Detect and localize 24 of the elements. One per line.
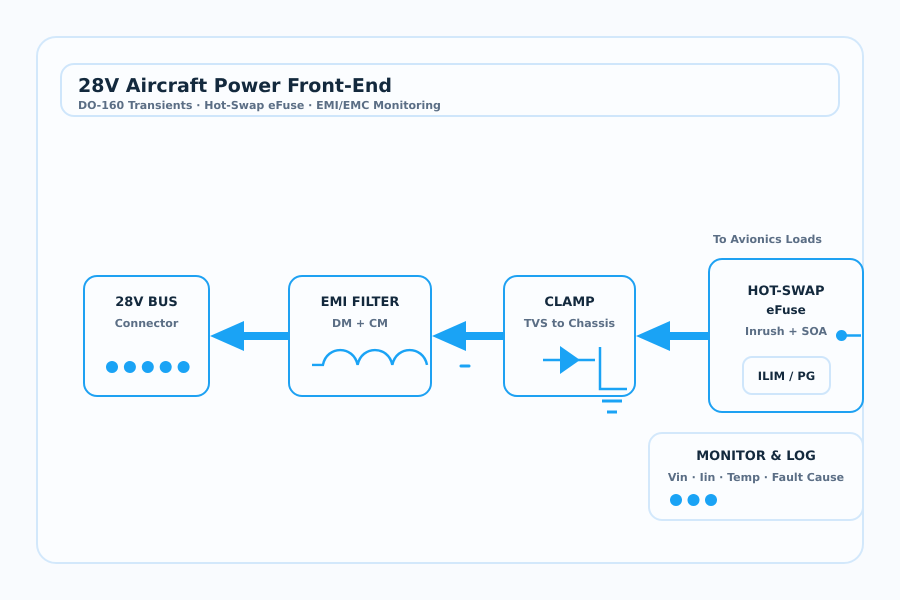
arrow bbox=[432, 321, 503, 351]
diagram-subtitle: DO-160 Transients · Hot-Swap eFuse · EMI/EMC Monitoring bbox=[78, 98, 441, 114]
node-caption: To Avionics Loads bbox=[713, 232, 822, 248]
node-title: 28V BUS bbox=[115, 294, 178, 312]
process-box bbox=[83, 275, 210, 397]
node-title: MONITOR & LOG bbox=[696, 448, 816, 466]
monitor-panel bbox=[648, 432, 864, 521]
node-subtitle: Inrush + SOA bbox=[745, 324, 827, 340]
node-subtitle: Vin · Iin · Temp · Fault Cause bbox=[668, 470, 844, 486]
node-title: HOT-SWAP bbox=[748, 282, 824, 300]
arrow bbox=[636, 321, 708, 351]
arrow bbox=[210, 321, 288, 351]
node-title: EMI FILTER bbox=[320, 294, 400, 312]
node-subtitle: TVS to Chassis bbox=[524, 316, 616, 332]
node-title: CLAMP bbox=[544, 294, 595, 312]
node-subtitle: Connector bbox=[114, 316, 178, 332]
process-box bbox=[288, 275, 432, 397]
node-subtitle: DM + CM bbox=[332, 316, 388, 332]
node-title: ILIM / PG bbox=[758, 368, 816, 384]
diagram-title: 28V Aircraft Power Front-End bbox=[78, 74, 392, 98]
process-box bbox=[708, 258, 864, 413]
node-label: eFuse bbox=[766, 302, 806, 318]
status-box bbox=[742, 356, 831, 395]
process-box bbox=[503, 275, 636, 397]
